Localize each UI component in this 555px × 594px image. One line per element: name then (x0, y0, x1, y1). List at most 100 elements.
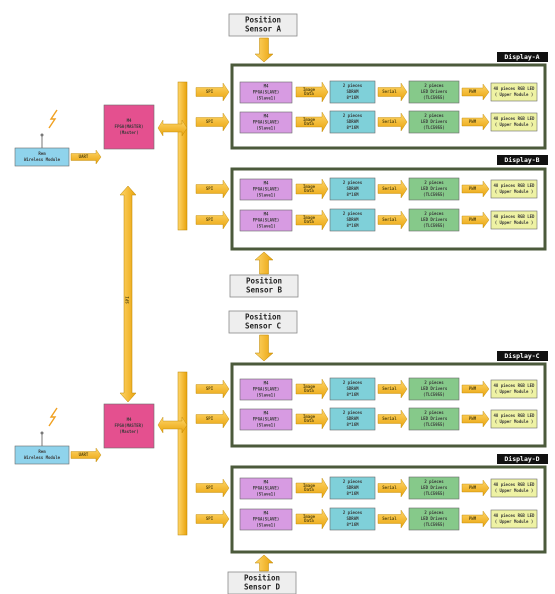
slave-fpga-box-label: FPGA(SLAVE) (253, 120, 280, 125)
pwm-arrow: PWM (461, 180, 490, 198)
pwm-arrow: PWM (461, 113, 490, 131)
pwm-arrow-label: PWM (469, 516, 477, 521)
rgb-led-box: 48 pieces RGB LED( Upper Module ) (490, 82, 538, 102)
rgb-led-box-rect (490, 179, 538, 199)
slave-fpga-box-rect (239, 477, 293, 500)
rgb-led-box-rect (490, 112, 538, 132)
uart-arrow-shape (70, 149, 102, 165)
display-panel-border (230, 63, 547, 150)
position-sensor-box (228, 310, 298, 334)
serial-arrow-label: Serial (382, 217, 397, 222)
spi-slave-arrow-label: SPI (206, 186, 214, 191)
display-panel-d: Display-D (230, 454, 548, 554)
spi-slave-arrow: SPI (195, 478, 230, 498)
image-data-arrow-label: Image (303, 483, 316, 488)
pwm-arrow: PWM (461, 83, 490, 101)
pwm-arrow-shape (461, 510, 490, 528)
display-tag (497, 351, 548, 361)
sdram-box-label: SDRAM (346, 89, 359, 94)
slave-fpga-box-label: FPGA(SLAVE) (253, 486, 280, 491)
slave-fpga-box-label: M4 (264, 212, 269, 217)
rgb-led-box-label: ( Upper Module ) (495, 189, 534, 194)
spi-slave-arrow-label: SPI (206, 485, 214, 490)
slave-fpga-box-label: FPGA(SLAVE) (253, 90, 280, 95)
led-driver-box-rect (408, 80, 460, 104)
sdram-box-label: 8*16M (346, 522, 359, 527)
sdram-box-label: 8*16M (346, 95, 359, 100)
led-driver-box-rect (408, 507, 460, 531)
pwm-arrow-shape (461, 211, 490, 229)
display-tag (497, 155, 548, 165)
serial-arrow: Serial (377, 409, 408, 429)
led-driver-box-rect (408, 377, 460, 401)
slave-fpga-box-label: (Slave1) (256, 423, 275, 428)
display-panel-a: Display-A (230, 52, 548, 150)
rgb-led-box-label: ( Upper Module ) (495, 122, 534, 127)
spi-slave-arrow-shape (195, 82, 230, 102)
position-sensor-label: Position (245, 313, 281, 322)
sdram-box-rect (329, 476, 376, 500)
image-data-arrow-shape (295, 408, 329, 430)
rgb-led-box-rect (490, 210, 538, 230)
sensor-arrow-shape (254, 554, 274, 572)
master-to-bus-arrow (157, 119, 188, 137)
master-fpga-box-label: (Master) (119, 429, 138, 434)
rgb-led-box-rect (490, 82, 538, 102)
image-data-arrow-shape (295, 477, 329, 499)
position-sensor-label: Position (246, 277, 282, 286)
image-data-arrow-shape (295, 508, 329, 530)
image-data-arrow-label: Data (304, 219, 314, 224)
sensor-arrow (254, 37, 274, 63)
serial-arrow-shape (377, 82, 408, 102)
sdram-box-rect (329, 208, 376, 232)
slave-fpga-box-label: (Slave1) (256, 96, 275, 101)
sdram-box-label: SDRAM (346, 119, 359, 124)
slave-fpga-box-label: (Slave1) (256, 393, 275, 398)
master-to-bus-arrow-shape (157, 119, 188, 137)
slave-fpga-box-label: (Slave1) (256, 126, 275, 131)
position-sensor-label: Sensor C (245, 322, 281, 331)
spi-slave-arrow-label: SPI (206, 119, 214, 124)
sdram-box-label: 8*16M (346, 422, 359, 427)
image-data-arrow-label: Data (304, 121, 314, 126)
image-data-arrow-label: Image (303, 414, 316, 419)
image-data-arrow-label: Image (303, 384, 316, 389)
bus-bar (177, 371, 188, 536)
rgb-led-box-label: ( Upper Module ) (495, 419, 534, 424)
sensor-arrow (254, 334, 274, 362)
slave-fpga-box-label: M4 (264, 411, 269, 416)
led-driver-box-label: LED Drivers (421, 386, 448, 391)
pwm-arrow-label: PWM (469, 485, 477, 490)
position-sensor-label: Sensor A (245, 25, 282, 34)
sync-arrow-shape (119, 185, 137, 403)
serial-arrow: Serial (377, 210, 408, 230)
bus-bar (177, 81, 188, 231)
wireless-module (40, 407, 58, 446)
wireless-box-label: Wireless Module (24, 157, 61, 162)
serial-arrow-shape (377, 409, 408, 429)
led-driver-box-label: 2 pieces (424, 211, 444, 216)
position-sensor-label: Position (245, 16, 281, 25)
rgb-led-box: 48 pieces RGB LED( Upper Module ) (490, 210, 538, 230)
led-driver-box-label: LED Drivers (421, 416, 448, 421)
image-data-arrow-label: Data (304, 418, 314, 423)
antenna-tip (40, 431, 44, 435)
diagram-root: Display-AM4FPGA(SLAVE)(Slave1)ImageData2… (14, 13, 548, 594)
led-driver-box-label: (TLC5955) (423, 223, 445, 228)
sdram-box-rect (329, 377, 376, 401)
rgb-led-box-label: ( Upper Module ) (495, 92, 534, 97)
sdram-box-rect (329, 110, 376, 134)
